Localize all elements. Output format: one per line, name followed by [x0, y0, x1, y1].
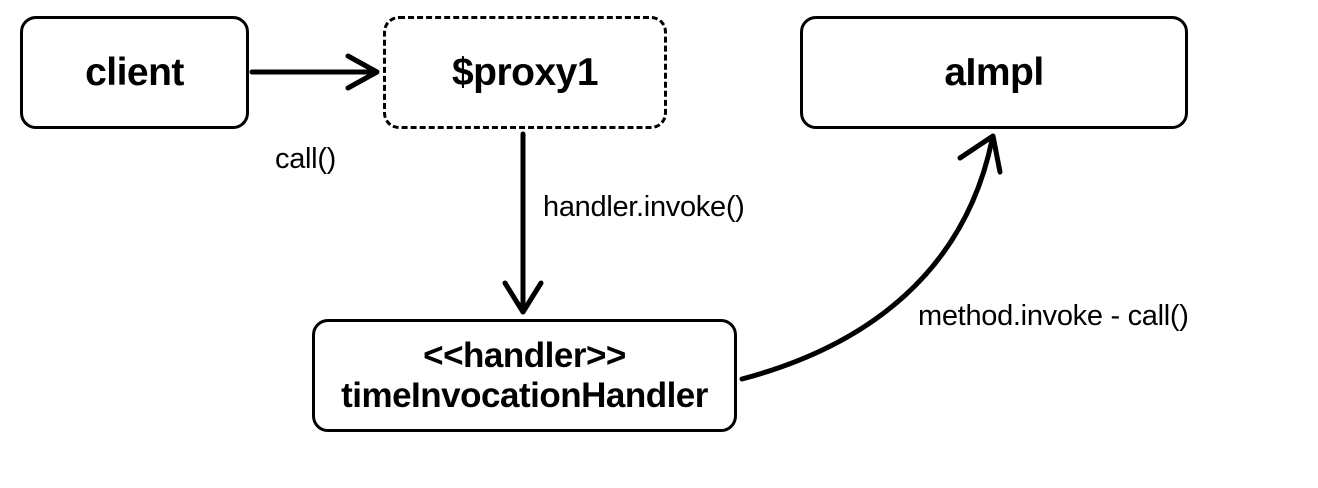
edge-proxy-to-handler	[502, 131, 544, 315]
edge-label-call: call()	[275, 143, 337, 175]
proxy-node: $proxy1	[383, 16, 667, 129]
edge-handler-to-impl	[739, 133, 1003, 382]
handler-name-label: timeInvocationHandler	[341, 375, 708, 415]
impl-node: aImpl	[800, 16, 1188, 129]
client-node-label: client	[85, 50, 184, 94]
impl-node-label: aImpl	[944, 50, 1044, 94]
proxy-node-label: $proxy1	[451, 50, 599, 94]
edge-client-to-proxy	[249, 53, 380, 91]
client-node: client	[20, 16, 249, 129]
handler-stereotype-label: <<handler>>	[423, 335, 626, 375]
handler-node: <<handler>> timeInvocationHandler	[312, 319, 737, 432]
edge-label-handler-invoke: handler.invoke()	[543, 191, 745, 223]
edge-label-method-invoke: method.invoke - call()	[918, 300, 1189, 332]
